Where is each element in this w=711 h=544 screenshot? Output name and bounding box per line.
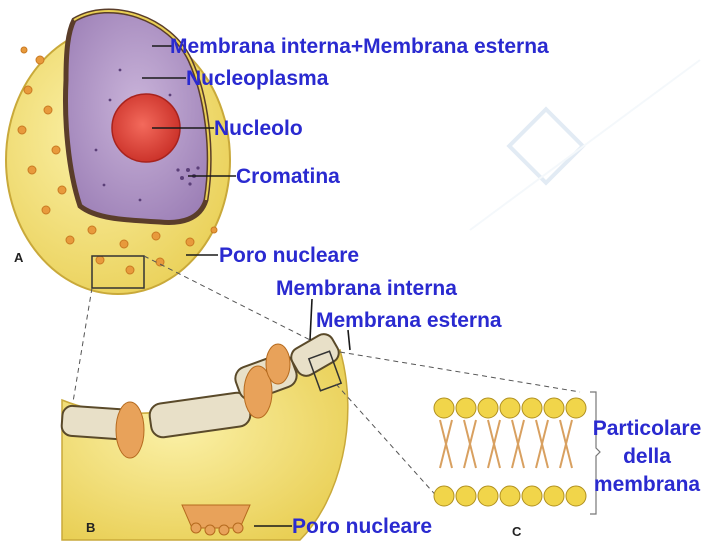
label-nuclear-pore-top: Poro nucleare: [219, 245, 359, 266]
label-nucleolus: Nucleolo: [214, 118, 303, 139]
panel-label-a: A: [14, 250, 23, 265]
label-detail-line1: Particolare: [584, 418, 710, 439]
panel-label-b: B: [86, 520, 95, 535]
label-detail-line2: della: [584, 446, 710, 467]
label-inner-membrane: Membrana interna: [276, 278, 457, 299]
label-chromatin: Cromatina: [236, 166, 340, 187]
label-detail-line3: membrana: [584, 474, 710, 495]
membrane-section: [61, 331, 348, 540]
bilayer-tails: [440, 420, 572, 468]
label-nuclear-pore-bottom: Poro nucleare: [292, 516, 432, 537]
lipid-bilayer: [434, 392, 600, 514]
label-outer-membrane: Membrana esterna: [316, 310, 502, 331]
watermark-logo: [470, 60, 700, 230]
label-nucleoplasm: Nucleoplasma: [186, 68, 328, 89]
panel-label-c: C: [512, 524, 521, 539]
zoom-lines-b-c: [336, 352, 580, 500]
bilayer-heads-bottom: [434, 486, 586, 506]
bilayer-heads-top: [434, 398, 586, 418]
label-membranes: Membrana interna+Membrana esterna: [170, 36, 549, 57]
